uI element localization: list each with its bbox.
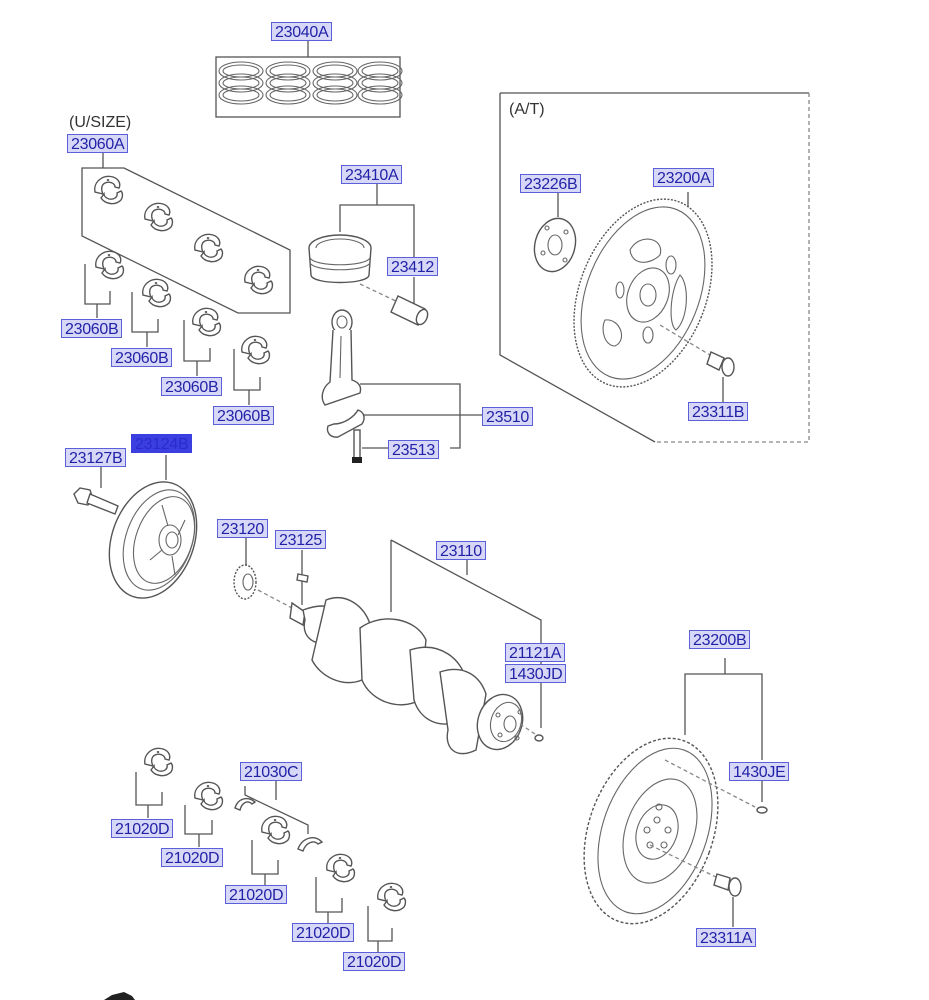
main-bearing-lower-group [84,250,271,405]
part-label-flywheel-assy[interactable]: 23200B [689,630,751,649]
part-label-drive-plate-bolt[interactable]: 23311B [688,402,749,421]
part-label-main-bearing-undersize[interactable]: 23060A [67,134,129,153]
crankshaft [289,539,544,755]
part-label-main-bearing-2[interactable]: 23060B [111,348,173,367]
part-label-crank-pin-plug-alt[interactable]: 1430JD [505,664,567,683]
part-label-flywheel-pin[interactable]: 1430JE [729,762,790,781]
crank-bearing-group [135,747,407,952]
part-label-crank-bearing-3[interactable]: 21020D [225,885,288,904]
piston-assy [308,184,429,326]
undersize-note: (U/SIZE) [69,114,132,131]
damper-pulley-group [73,455,198,599]
part-label-crank-bearing-2[interactable]: 21020D [161,848,224,867]
part-label-connecting-rod-assy[interactable]: 23510 [482,407,533,426]
crank-sprocket [233,537,309,609]
part-label-crank-sprocket[interactable]: 23120 [217,519,268,538]
part-label-piston-ring-set[interactable]: 23040A [271,22,333,41]
part-label-main-bearing-4[interactable]: 23060B [213,406,275,425]
part-label-piston-assy[interactable]: 23410A [341,165,403,184]
bottom-cropped-icon [104,992,135,1000]
part-label-crank-bearing-1[interactable]: 21020D [111,819,174,838]
part-label-damper-pulley[interactable]: 23124B [131,434,193,453]
piston-ring-set [215,41,403,118]
part-label-woodruff-key[interactable]: 23125 [275,530,326,549]
part-label-pulley-bolt[interactable]: 23127B [65,448,127,467]
part-label-crank-bearing-4[interactable]: 21020D [292,923,355,942]
part-label-crank-pin-plug[interactable]: 21121A [505,643,566,662]
part-label-drive-plate-spacer[interactable]: 23226B [520,174,582,193]
part-label-crank-bearing-5[interactable]: 21020D [343,952,406,971]
main-bearing-set-undersize [81,153,291,314]
part-label-piston-pin[interactable]: 23412 [387,257,438,276]
part-label-crankshaft[interactable]: 23110 [436,541,486,560]
part-label-drive-plate-assy[interactable]: 23200A [653,168,715,187]
flywheel-assy [583,658,768,927]
part-label-flywheel-bolt[interactable]: 23311A [696,928,757,947]
connecting-rod-assy [321,309,482,463]
automatic-transmission-note: (A/T) [509,101,545,118]
part-label-conrod-bolt[interactable]: 23513 [388,440,439,459]
part-label-thrust-bearing[interactable]: 21030C [240,762,303,781]
part-label-main-bearing-3[interactable]: 23060B [161,377,223,396]
part-label-main-bearing-1[interactable]: 23060B [61,319,123,338]
automatic-transmission-group [499,92,810,443]
